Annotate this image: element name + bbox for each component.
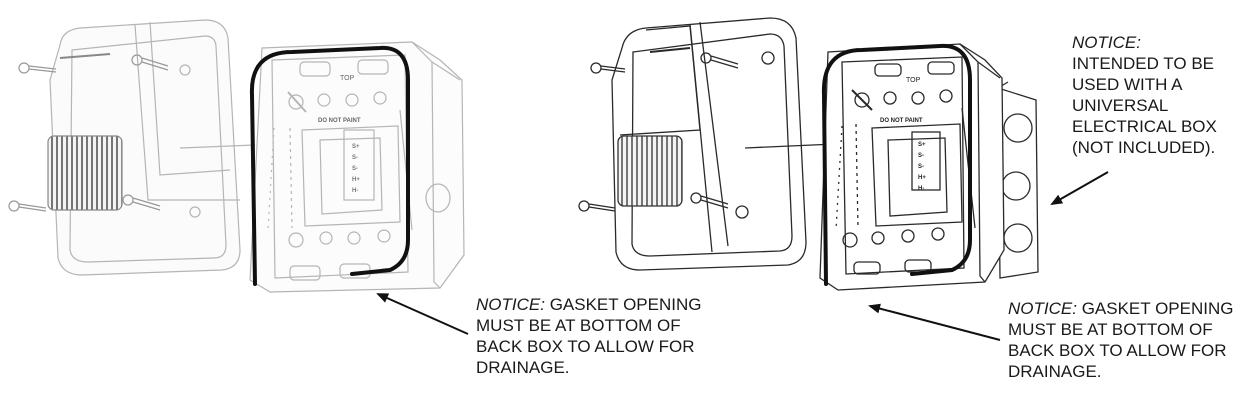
notice-text: GASKET OPENING: [549, 295, 702, 314]
notice-gasket-left: NOTICE: GASKET OPENING MUST BE AT BOTTOM…: [476, 294, 701, 378]
right-terminal-label: H-: [918, 186, 924, 192]
right-gasket: [821, 43, 972, 286]
notice-text: (NOT INCLUDED).: [1072, 138, 1216, 157]
right-cover: [611, 17, 881, 271]
left-cover: [47, 19, 256, 276]
left-top-label: TOP: [340, 75, 355, 82]
electrical-box-arrow: [1050, 171, 1109, 205]
right-assembly: TOP DO NOT PAINT: [578, 17, 1039, 291]
right-top-label: TOP: [906, 77, 921, 84]
notice-electrical-box: NOTICE: INTENDED TO BE USED WITH A UNIVE…: [1072, 32, 1217, 158]
right-screws: [578, 52, 739, 212]
left-gasket: [249, 45, 410, 286]
left-terminal-label: S-: [352, 155, 358, 161]
right-back-box: [819, 43, 1005, 291]
left-screws: [8, 54, 169, 212]
right-gasket-arrow: [868, 303, 1001, 341]
right-terminal-label: S-: [918, 164, 924, 170]
left-terminal-label: S-: [352, 166, 358, 172]
notice-text: GASKET OPENING: [1081, 299, 1234, 318]
notice-text: UNIVERSAL: [1072, 96, 1169, 115]
notice-gasket-right: NOTICE: GASKET OPENING MUST BE AT BOTTOM…: [1008, 298, 1233, 382]
left-do-not-paint-label: DO NOT PAINT: [318, 118, 361, 124]
notice-text: MUST BE AT BOTTOM OF: [476, 316, 681, 335]
left-assembly: TOP DO NOT PAINT: [8, 19, 465, 293]
right-terminal-label: H+: [918, 175, 926, 181]
right-terminal-label: S-: [918, 153, 924, 159]
left-gasket-arrow: [376, 293, 469, 335]
left-terminal-label: H+: [352, 177, 360, 183]
electrical-box: [997, 81, 1039, 279]
notice-text: BACK BOX TO ALLOW FOR: [476, 337, 695, 356]
left-back-box: [249, 41, 465, 293]
notice-text: MUST BE AT BOTTOM OF: [1008, 320, 1213, 339]
notice-text: DRAINAGE.: [476, 358, 570, 377]
right-cover-grille: [617, 135, 683, 207]
notice-text: DRAINAGE.: [1008, 362, 1102, 381]
notice-text: ELECTRICAL BOX: [1072, 117, 1217, 136]
right-do-not-paint-label: DO NOT PAINT: [880, 118, 923, 124]
left-terminal-label: S+: [352, 144, 360, 150]
notice-label: NOTICE:: [476, 295, 545, 314]
notice-text: INTENDED TO BE: [1072, 54, 1215, 73]
left-cover-grille: [47, 135, 123, 211]
notice-text: BACK BOX TO ALLOW FOR: [1008, 341, 1227, 360]
left-terminal-label: H-: [352, 188, 358, 194]
right-terminal-label: S+: [918, 142, 926, 148]
notice-label: NOTICE:: [1008, 299, 1077, 318]
notice-label: NOTICE:: [1072, 33, 1141, 52]
notice-text: USED WITH A: [1072, 75, 1183, 94]
